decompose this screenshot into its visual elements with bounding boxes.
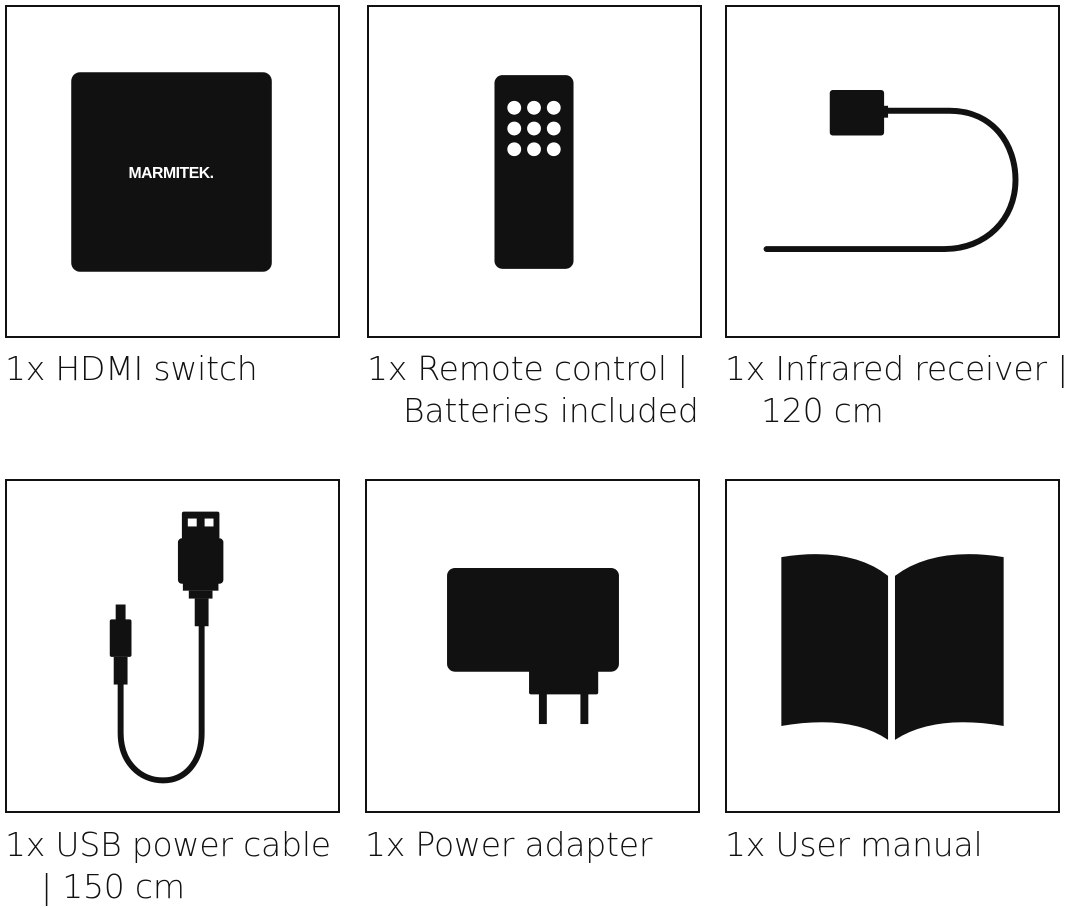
- caption-power-adapter: 1x Power adapter: [365, 824, 652, 866]
- remote-control-icon: [494, 75, 574, 269]
- item-tile-infrared-receiver: [725, 5, 1060, 338]
- item-tile-hdmi-switch: MARMITEK.: [5, 5, 340, 338]
- item-tile-usb-cable: [5, 479, 340, 813]
- item-tile-user-manual: [725, 479, 1060, 813]
- caption-line: 120 cm: [761, 391, 884, 430]
- caption-usb-cable: 1x USB power cable | 150 cm: [5, 824, 331, 908]
- item-tile-remote-control: [367, 5, 702, 338]
- infrared-receiver-icon: [763, 89, 1019, 253]
- caption-line: 1x Power adapter: [365, 825, 653, 864]
- caption-line: Batteries included: [403, 391, 699, 430]
- caption-line: 1x USB power cable: [5, 825, 331, 864]
- caption-infrared-receiver: 1x Infrared receiver | 120 cm: [725, 348, 1066, 432]
- brand-logo: MARMITEK.: [128, 165, 213, 182]
- caption-line: 1x User manual: [725, 825, 983, 864]
- user-manual-icon: [781, 554, 1004, 740]
- power-adapter-icon: [447, 567, 619, 725]
- hdmi-switch-icon: MARMITEK.: [71, 72, 272, 272]
- usb-cable-icon: [109, 511, 224, 784]
- item-tile-power-adapter: [365, 479, 700, 813]
- caption-line: 1x Infrared receiver |: [725, 349, 1066, 388]
- caption-user-manual: 1x User manual: [725, 824, 983, 866]
- caption-remote-control: 1x Remote control | Batteries included: [367, 348, 699, 432]
- caption-hdmi-switch: 1x HDMI switch: [5, 348, 258, 390]
- caption-line: 1x HDMI switch: [5, 349, 258, 388]
- caption-line: | 150 cm: [41, 867, 185, 906]
- caption-line: 1x Remote control |: [367, 349, 689, 388]
